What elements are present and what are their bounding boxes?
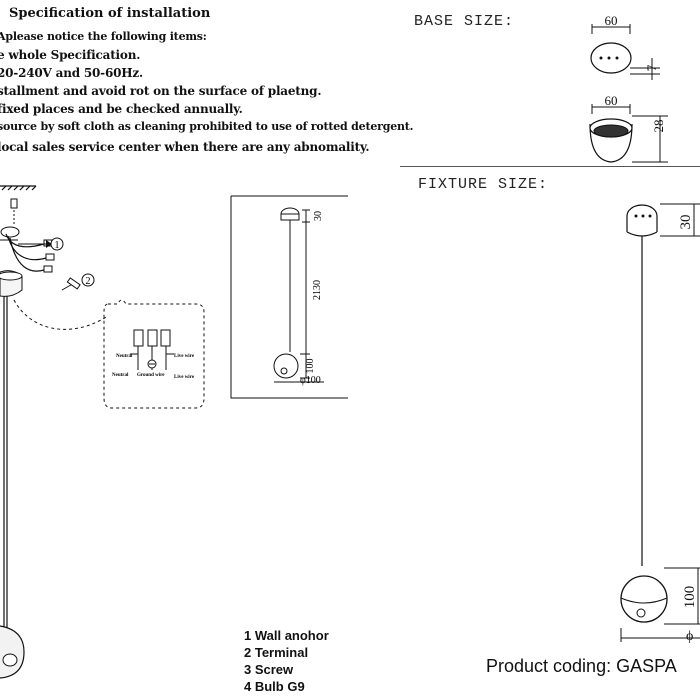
- parts-item: 1 Wall anohor: [244, 628, 329, 643]
- wiring-detail: Neutral Live wire Neutral Ground wire Li…: [103, 299, 205, 409]
- base-side-view: 60 28: [589, 93, 668, 163]
- small-length-dim: 2130: [312, 280, 323, 300]
- section-divider: [400, 166, 700, 167]
- product-coding: Product coding: GASPA: [486, 656, 677, 676]
- small-bottom-dim: 100: [305, 359, 316, 374]
- fixture-globe: [620, 575, 668, 623]
- parts-item: 3 Screw: [244, 662, 294, 677]
- spec-line: 20-240V and 50-60Hz.: [0, 66, 143, 80]
- live-label: Live wire: [174, 375, 195, 380]
- live-label: Live wire: [174, 354, 195, 359]
- base-top-view: 60 7: [590, 13, 660, 80]
- base-size-label: BASE SIZE:: [414, 13, 515, 30]
- neutral-label: Neutral: [116, 354, 133, 359]
- wall-anchor: [10, 198, 18, 209]
- fixture-view: 30 100 ϕ: [620, 203, 700, 644]
- small-diameter-dim: φ100: [300, 375, 321, 386]
- small-dimension-drawing: 30 2130 100 φ100: [230, 195, 348, 399]
- spec-line: fixed places and be checked annually.: [0, 102, 243, 116]
- spec-line: e whole Specification.: [0, 48, 141, 62]
- base-top-height: 7: [644, 64, 659, 71]
- spec-line: stallment and avoid rot on the surface o…: [0, 84, 322, 98]
- small-top-dim: 30: [313, 211, 324, 221]
- neutral-label: Neutral: [112, 373, 129, 378]
- base-bottom-height: 28: [651, 120, 666, 133]
- base-top-width: 60: [605, 13, 618, 28]
- base-plate: [0, 226, 20, 238]
- parts-item: 4 Bulb G9: [244, 679, 305, 694]
- base-bottom-width: 60: [605, 93, 618, 108]
- callout-2: 2: [86, 276, 91, 287]
- fixture-bottom-dim: 100: [682, 586, 698, 609]
- exploded-view: 1 2: [0, 185, 109, 679]
- lamp-globe: [0, 625, 25, 679]
- ground-label: Ground wire: [137, 373, 165, 378]
- fixture-diameter-symbol: ϕ: [686, 629, 693, 644]
- callout-1: 1: [55, 240, 60, 251]
- fixture-size-label: FIXTURE SIZE:: [418, 176, 549, 193]
- fixture-top-dim: 30: [678, 215, 694, 230]
- spec-line: source by soft cloth as cleaning prohibi…: [0, 120, 414, 133]
- spec-line: local sales service center when there ar…: [0, 140, 370, 154]
- spec-line: Aplease notice the following items:: [0, 30, 207, 43]
- ceiling-hatch: [0, 185, 37, 191]
- spec-title: Specification of installation: [9, 6, 211, 21]
- parts-item: 2 Terminal: [244, 645, 309, 660]
